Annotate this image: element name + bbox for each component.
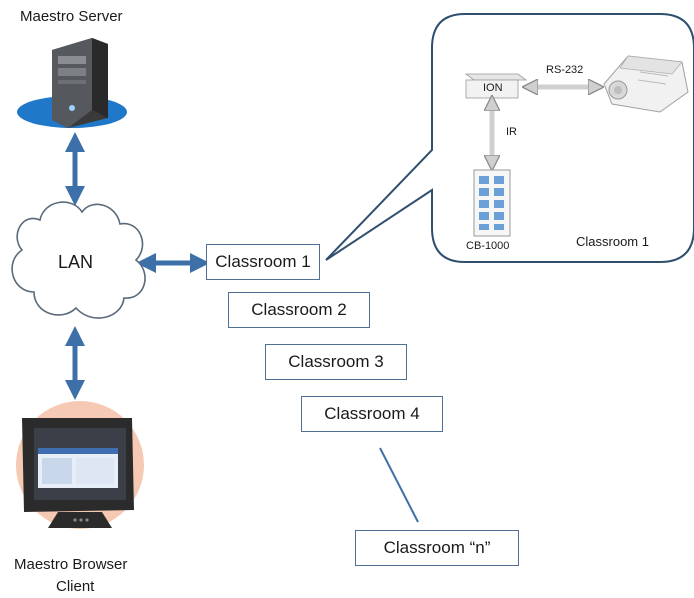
monitor-icon xyxy=(16,401,144,529)
rs232-label: RS-232 xyxy=(546,64,584,76)
cb-1000-label: CB-1000 xyxy=(466,240,510,252)
classroom-2-box[interactable]: Classroom 2 xyxy=(228,292,370,328)
classroom-1-box[interactable]: Classroom 1 xyxy=(206,244,320,280)
classroom-4-box[interactable]: Classroom 4 xyxy=(301,396,443,432)
ir-label: IR xyxy=(506,126,517,138)
classroom-3-box[interactable]: Classroom 3 xyxy=(265,344,407,380)
classroom-detail-callout xyxy=(325,13,694,263)
callout-title: Classroom 1 xyxy=(576,234,649,249)
classroom-n-box[interactable]: Classroom “n” xyxy=(355,530,519,566)
server-label: Maestro Server xyxy=(20,8,123,25)
cloud-icon xyxy=(11,201,146,319)
client-label-line1: Maestro Browser xyxy=(14,556,128,573)
cb-1000-panel-icon xyxy=(473,169,511,237)
lan-label: LAN xyxy=(58,252,94,272)
projector-icon xyxy=(603,55,689,113)
ion-label: ION xyxy=(483,82,503,94)
client-label-line2: Client xyxy=(56,578,95,595)
server-icon xyxy=(17,38,127,128)
classroom-continuation-line xyxy=(379,447,419,523)
